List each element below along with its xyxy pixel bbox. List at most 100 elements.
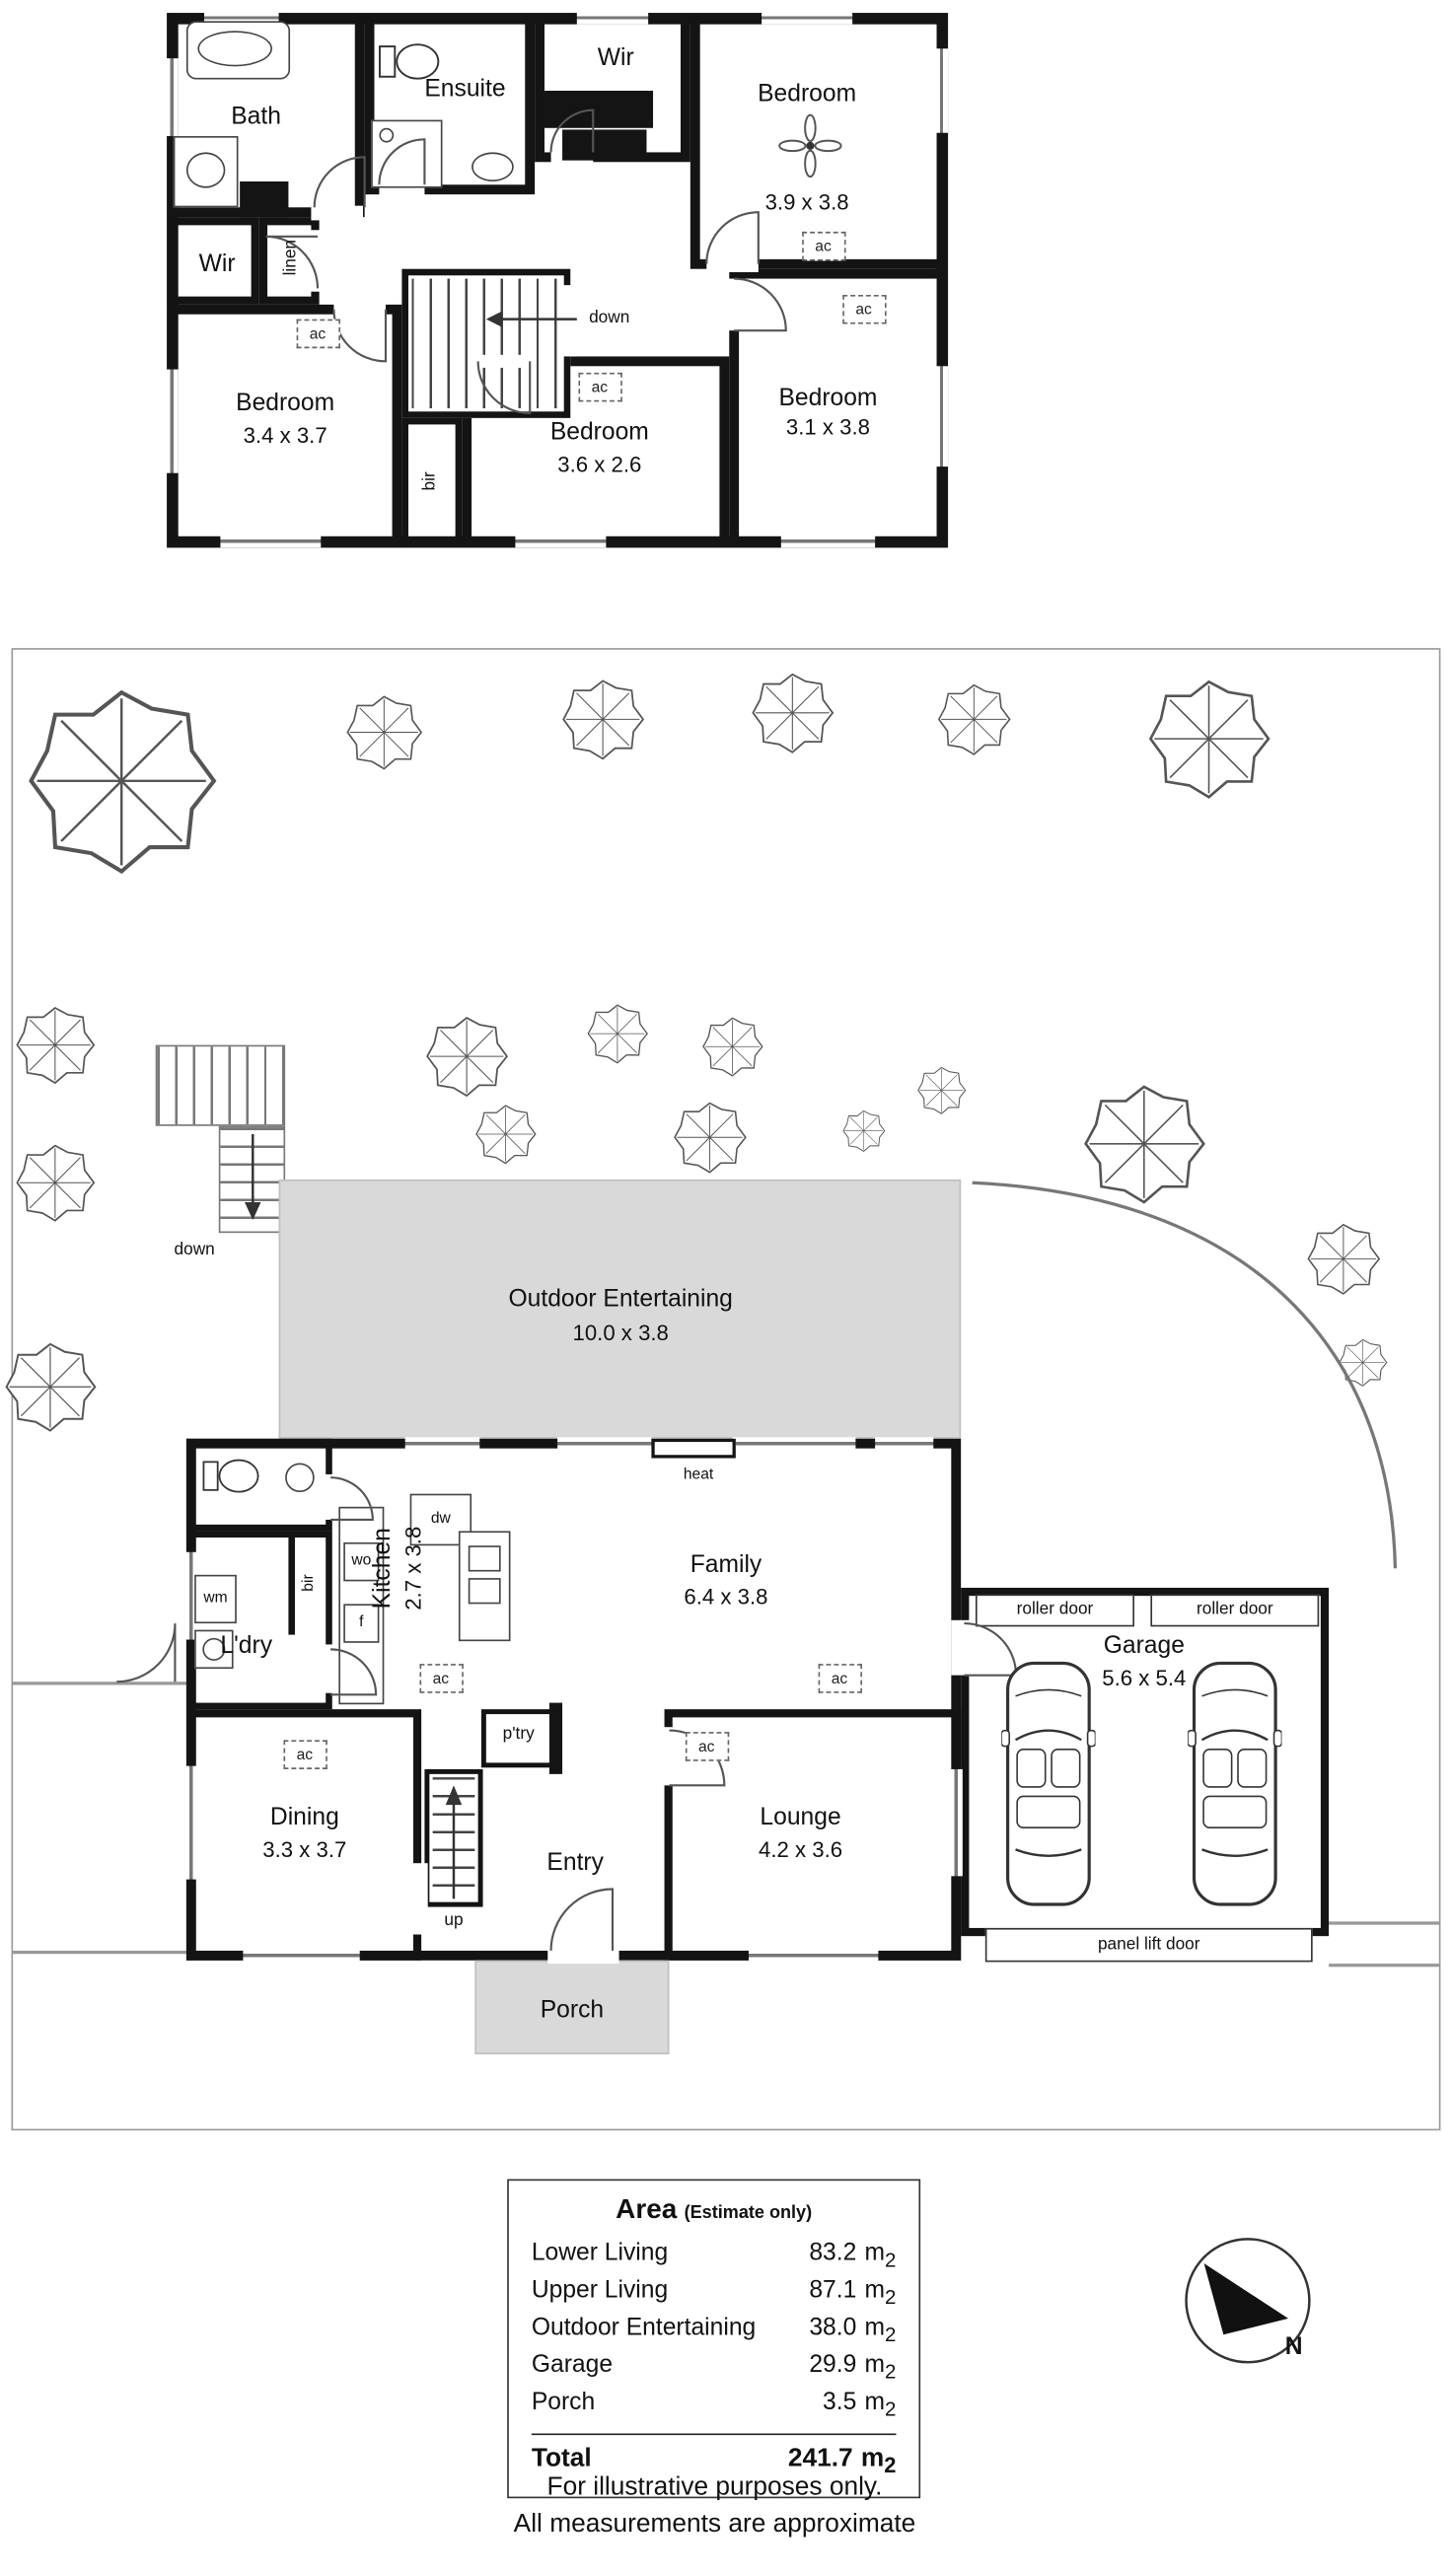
upper-stairwell (401, 268, 571, 418)
ac-unit: ac (418, 1664, 464, 1693)
window-marker (165, 369, 179, 473)
ac-unit: ac (685, 1732, 729, 1761)
room-wir-left (167, 217, 259, 305)
wm-label: wm (203, 1589, 228, 1608)
wall-oven-box (343, 1541, 380, 1582)
window-marker (404, 1437, 480, 1451)
closet-wall (288, 1531, 295, 1635)
area-unit: m2 (860, 2444, 897, 2478)
heat-label: heat (683, 1466, 714, 1484)
compass-circle (1185, 2238, 1311, 2364)
area-row-label: Upper Living (531, 2275, 669, 2304)
window-marker (220, 535, 322, 548)
ac-unit: ac (801, 231, 845, 261)
window-marker (934, 48, 949, 133)
f-label: f (359, 1612, 364, 1632)
pantry-label: p'try (502, 1724, 535, 1744)
trough-basin (202, 1637, 226, 1661)
ac-unit: ac (841, 294, 886, 324)
lounge-label: Lounge (760, 1803, 841, 1831)
area-unit: m2 (864, 2238, 897, 2271)
door-gap (547, 1949, 619, 1965)
room-ensuite (364, 13, 536, 195)
area-table-subtitle: (Estimate only) (684, 2203, 813, 2223)
window-marker (184, 1765, 198, 1880)
door-gap (477, 354, 531, 368)
door-gap (309, 230, 327, 292)
site-overlay (116, 1133, 1398, 1951)
garden-stairs-upper-flight (155, 1044, 286, 1126)
window-marker (184, 1551, 198, 1640)
slider-door-marker (732, 1437, 856, 1451)
ac-unit: ac (295, 319, 340, 349)
outdoor-entertaining-dims: 10.0 x 3.8 (572, 1321, 669, 1345)
curved-garden-wall (972, 1181, 1398, 1569)
entry-stairs-arrow (445, 1785, 463, 1899)
washing-machine-box (194, 1574, 237, 1624)
cabinet-block (240, 180, 289, 218)
bedroom-tr-dims: 3.9 x 3.8 (764, 189, 849, 215)
porch-label: Porch (540, 1996, 605, 2025)
stairs-down-arrow (485, 311, 577, 327)
dining-dims: 3.3 x 3.7 (262, 1837, 347, 1862)
door-gap (951, 1619, 972, 1676)
bedroom-br-label: Bedroom (778, 384, 878, 412)
roller-door-label: roller door (1196, 1599, 1273, 1619)
roller-door-right (1150, 1594, 1320, 1627)
area-row-label: Outdoor Entertaining (531, 2313, 757, 2341)
window-marker (934, 366, 949, 467)
wo-label: wo (351, 1551, 372, 1570)
door-gap (659, 1727, 675, 1786)
window-marker (875, 1437, 934, 1451)
panel-lift-door (984, 1927, 1313, 1963)
window-marker (165, 58, 179, 136)
down-label: down (589, 308, 630, 328)
window-marker (949, 1768, 963, 1877)
disclaimer-line2: All measurements are approximate (513, 2510, 916, 2539)
kitchen-dims: 2.7 x 3.8 (399, 1526, 425, 1610)
bedroom-br-dims: 3.1 x 3.8 (785, 414, 871, 440)
heater-unit (651, 1438, 736, 1459)
garden-down-label: down (174, 1240, 215, 1259)
robe-block (562, 129, 647, 161)
compass-n-label: N (1285, 2333, 1303, 2360)
vanity-icon (173, 135, 239, 208)
panel-lift-door-label: panel lift door (1097, 1934, 1200, 1955)
ac-unit: ac (577, 372, 622, 402)
dining-label: Dining (269, 1803, 339, 1831)
outdoor-entertaining-label: Outdoor Entertaining (508, 1285, 733, 1314)
kitchen-name: Kitchen (368, 1528, 397, 1610)
window-marker (243, 1949, 360, 1963)
area-value: 29.9 (809, 2349, 857, 2378)
stair-treads (411, 278, 561, 408)
area-value: 3.5 (823, 2387, 857, 2415)
window-marker (748, 1949, 879, 1963)
disclaimer-line1: For illustrative purposes only. (546, 2472, 883, 2501)
family-label: Family (690, 1550, 762, 1579)
area-table-title: Area (616, 2193, 678, 2225)
area-value: 87.1 (809, 2275, 857, 2304)
garage-dims: 5.6 x 5.4 (1102, 1666, 1187, 1690)
bath-label: Bath (231, 102, 281, 130)
area-total-label: Total (531, 2444, 592, 2472)
window-marker (762, 11, 853, 25)
area-unit: m2 (864, 2387, 897, 2420)
bedroom-tr-label: Bedroom (758, 79, 857, 107)
north-arrow-icon (1203, 2262, 1289, 2335)
shower-head-icon (379, 127, 395, 143)
car-icon (1188, 1661, 1282, 1906)
area-unit: m2 (864, 2349, 897, 2383)
room-bir-closet (401, 417, 463, 548)
window-marker (576, 11, 649, 25)
dw-label: dw (430, 1509, 451, 1528)
